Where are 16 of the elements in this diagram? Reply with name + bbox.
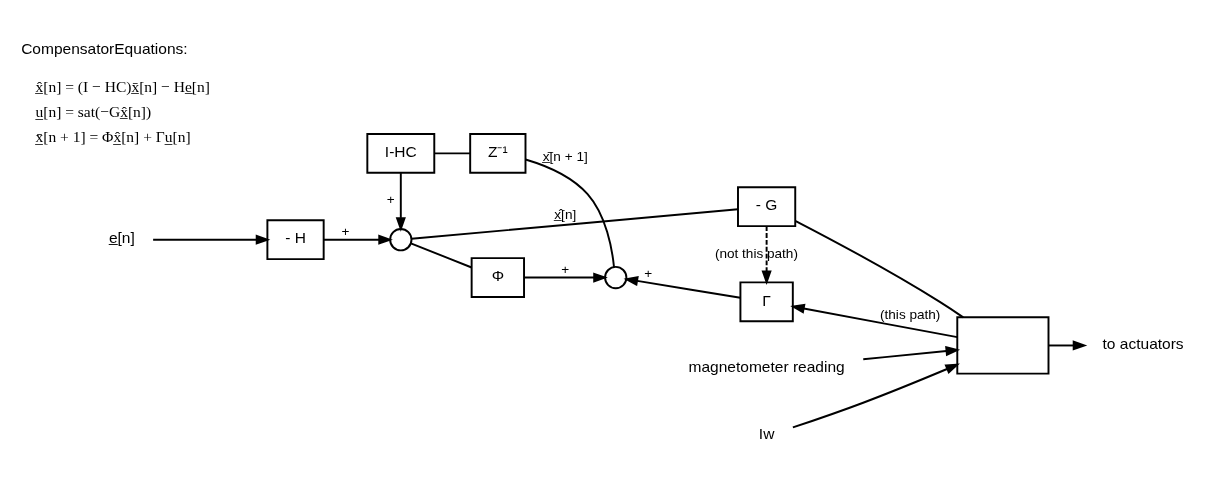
edge-label: (this path) xyxy=(880,307,941,323)
node-text: magnetometer reading xyxy=(688,358,845,376)
node-text: to actuators xyxy=(1102,335,1184,353)
edge-label: + xyxy=(561,261,570,277)
diagram-title: CompensatorEquations: xyxy=(21,40,188,58)
edge-label: x̲̄[n + 1] xyxy=(542,149,588,165)
label: x̲̂[n] = (I − HC)x̲̄[n] − He̲[n] xyxy=(35,78,210,96)
node-text: e̲[n] xyxy=(108,229,135,247)
edge-label: + xyxy=(386,192,395,208)
edge-label: (not this path) xyxy=(714,245,798,261)
node-text: Iw xyxy=(758,425,775,443)
edge-label: + xyxy=(341,224,350,240)
edge-label: x̲̂[n] xyxy=(554,206,577,222)
label: u̲[n] = sat(−Gx̲̂[n]) xyxy=(35,103,152,121)
label: x̲̄[n + 1] = Φx̲̂[n] + Γu̲[n] xyxy=(35,128,191,146)
edge-label: + xyxy=(644,265,653,281)
